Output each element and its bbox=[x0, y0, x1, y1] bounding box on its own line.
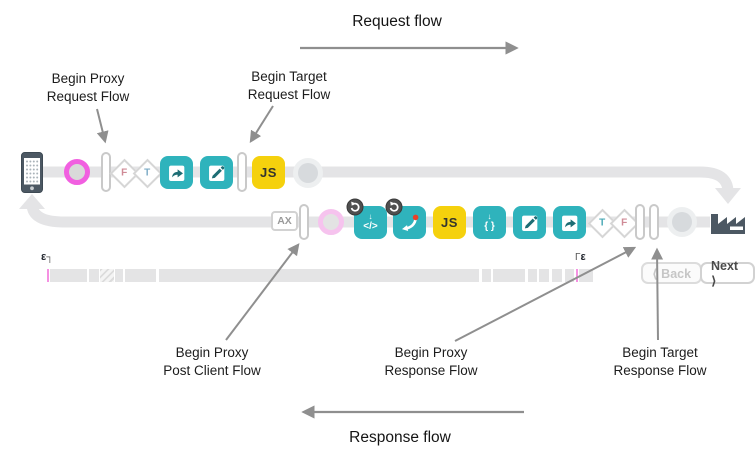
target-response-flow-pill[interactable] bbox=[649, 204, 659, 240]
next-button[interactable]: Next ⟩ bbox=[700, 259, 755, 288]
proxy-endpoint-marker[interactable] bbox=[64, 159, 90, 185]
request-endpoint-circle[interactable] bbox=[293, 158, 323, 188]
javascript-policy-tile-response[interactable]: JS bbox=[433, 206, 466, 239]
json-braces-policy-tile[interactable]: ↓ { } bbox=[473, 206, 506, 239]
timeline-epsilon-right: Γε bbox=[575, 251, 586, 263]
timeline-segment-hatch[interactable] bbox=[100, 269, 114, 282]
post-client-flow-pill[interactable] bbox=[299, 204, 309, 240]
callout-arrow-icon bbox=[561, 215, 577, 231]
timeline-segment-seg[interactable] bbox=[482, 269, 491, 282]
callout-arrow-icon bbox=[168, 165, 184, 181]
proxy-endpoint-marker-faded[interactable] bbox=[318, 209, 344, 235]
timeline-segment-seg[interactable] bbox=[528, 269, 537, 282]
analytics-ax-box[interactable]: AX bbox=[271, 211, 298, 231]
response-endpoint-circle[interactable] bbox=[667, 207, 697, 237]
begin-target-response-flow-label: Begin Target Response Flow bbox=[613, 345, 707, 378]
route-policy-tile[interactable] bbox=[385, 198, 426, 239]
begin-proxy-response-flow-label: Begin Proxy Response Flow bbox=[384, 345, 478, 378]
callout-policy-tile-response[interactable] bbox=[553, 206, 586, 239]
timeline-segment-seg[interactable] bbox=[89, 269, 99, 282]
timeline-epsilon-left: ε┐ bbox=[41, 251, 54, 263]
route-arrow-icon bbox=[401, 214, 418, 231]
timeline-segment-seg[interactable] bbox=[115, 269, 123, 282]
timeline-track[interactable] bbox=[47, 269, 593, 282]
timeline-segment-seg[interactable] bbox=[125, 269, 156, 282]
timeline-segment-seg[interactable] bbox=[493, 269, 525, 282]
callout-policy-tile[interactable] bbox=[160, 156, 193, 189]
timeline-segment-seg[interactable] bbox=[565, 269, 574, 282]
pencil-icon bbox=[521, 215, 537, 231]
assign-message-policy-tile-response[interactable] bbox=[513, 206, 546, 239]
client-smartphone-icon[interactable] bbox=[21, 152, 43, 198]
proxy-response-flow-pill[interactable] bbox=[635, 204, 645, 240]
javascript-policy-tile[interactable]: JS bbox=[252, 156, 285, 189]
assign-message-policy-tile[interactable] bbox=[200, 156, 233, 189]
rotate-clockwise-badge-icon bbox=[385, 198, 403, 216]
extract-variables-policy-tile[interactable]: ↓ </> bbox=[346, 198, 387, 239]
begin-proxy-request-flow-label: Begin Proxy Request Flow bbox=[46, 71, 130, 104]
timeline-segment-seg[interactable] bbox=[539, 269, 549, 282]
timeline-segment-seg[interactable] bbox=[159, 269, 479, 282]
response-flow-title: Response flow bbox=[349, 429, 451, 446]
timeline-segment-seg[interactable] bbox=[50, 269, 87, 282]
begin-target-request-flow-label: Begin Target Request Flow bbox=[247, 69, 331, 102]
target-request-flow-pill[interactable] bbox=[237, 152, 247, 192]
timeline-segment-seg[interactable] bbox=[552, 269, 562, 282]
timeline-segment-pink[interactable] bbox=[47, 269, 49, 282]
rotate-clockwise-badge-icon bbox=[346, 198, 364, 216]
back-button[interactable]: ⟨ Back bbox=[641, 262, 703, 284]
pencil-icon bbox=[208, 165, 224, 181]
timeline-segment-seg[interactable] bbox=[579, 269, 593, 282]
request-flow-title: Request flow bbox=[352, 13, 442, 30]
begin-proxy-post-client-flow-label: Begin Proxy Post Client Flow bbox=[163, 345, 261, 378]
backend-factory-icon[interactable] bbox=[708, 206, 748, 241]
